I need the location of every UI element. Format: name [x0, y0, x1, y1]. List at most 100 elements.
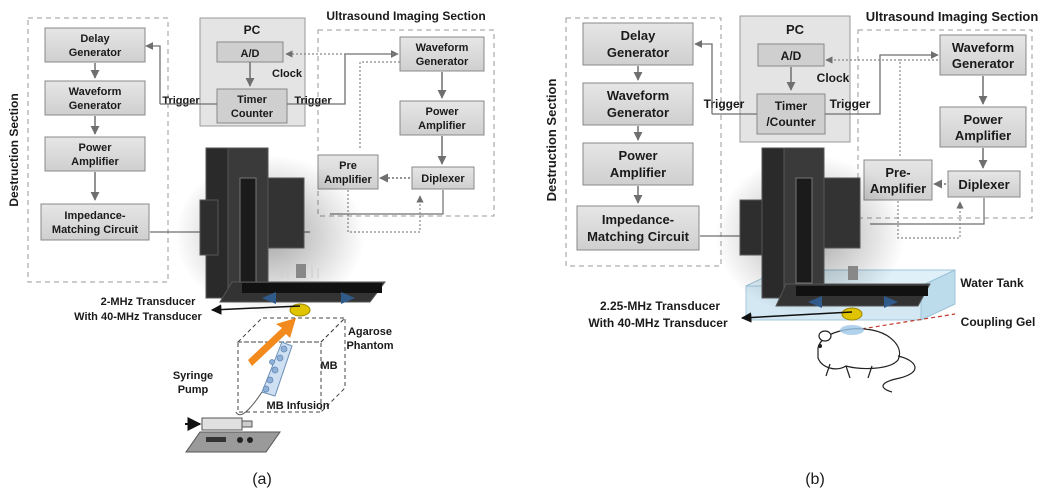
motor-right-arrow-icon — [341, 292, 355, 304]
diplexer-box — [411, 166, 475, 190]
microbubbles — [262, 345, 288, 393]
stage-left-rail-b — [761, 147, 785, 299]
syringe-pump-label-line1: Syringe — [173, 370, 213, 382]
mouse-icon — [817, 328, 916, 393]
impedance-b-line2: Matching Circuit — [587, 229, 690, 244]
delay-generator-box — [44, 27, 146, 63]
imaging-section-frame — [317, 29, 495, 217]
imaging-section-label-b: Ultrasound Imaging Section — [866, 9, 1039, 24]
power-amplifier-left-box — [44, 136, 146, 172]
waveform-generator-left-box — [44, 80, 146, 116]
destruction-section-frame — [27, 17, 169, 283]
waveform-right-b-line1: Waveform — [952, 40, 1014, 55]
impedance-matching-box-b — [576, 205, 700, 251]
transducer-label-line1: 2-MHz Transducer — [101, 296, 196, 308]
panel-a: Destruction Section Ultrasound Imaging S… — [7, 9, 495, 453]
phantom-label-line2: Phantom — [346, 340, 393, 352]
delay-generator-line1: Delay — [80, 33, 110, 45]
pre-amp-b-line1: Pre- — [885, 165, 910, 180]
diplexer-label: Diplexer — [421, 173, 465, 185]
power-left-line1: Power — [78, 142, 112, 154]
destruction-section-frame-b — [565, 17, 722, 267]
impedance-matching-box — [40, 203, 150, 241]
pc-label-b: PC — [786, 22, 805, 37]
waveform-left-b-line1: Waveform — [607, 88, 669, 103]
ultrasound-orange-arrow-icon — [248, 318, 296, 366]
phantom-label-line1: Agarose — [348, 326, 392, 338]
transducer-icon-b — [841, 307, 863, 321]
waveform-left-line2: Generator — [69, 100, 122, 112]
delay-generator-line2: Generator — [69, 47, 122, 59]
mb-infusion-label: MB Infusion — [267, 400, 330, 412]
ad-label-b: A/D — [781, 49, 802, 63]
power-amplifier-right-box — [399, 100, 485, 136]
waveform-generator-right-box — [399, 36, 485, 72]
impedance-line2: Matching Circuit — [52, 224, 139, 236]
power-right-b-line1: Power — [963, 112, 1002, 127]
trigger-right-label: Trigger — [294, 95, 332, 107]
waveform-right-line1: Waveform — [416, 42, 469, 54]
panel-b-label: (b) — [805, 471, 825, 488]
power-amplifier-left-box-b — [582, 142, 694, 186]
pre-amp-line1: Pre — [339, 160, 357, 172]
power-amplifier-right-box-b — [939, 106, 1027, 148]
imaging-section-frame-b — [857, 29, 1033, 219]
impedance-line1: Impedance- — [64, 210, 125, 222]
timer-label-b: Timer — [775, 99, 808, 113]
syringe-pump-label-line2: Pump — [178, 384, 209, 396]
clock-label-b: Clock — [817, 71, 850, 85]
clock-label: Clock — [272, 68, 303, 80]
syringe-pump-base — [185, 431, 281, 453]
power-right-line2: Amplifier — [418, 120, 466, 132]
impedance-b-line1: Impedance- — [602, 212, 674, 227]
trigger-left-label: Trigger — [162, 95, 200, 107]
waveform-generator-right-box-b — [939, 34, 1027, 76]
transducer-label-b-line2: With 40-MHz Transducer — [588, 316, 728, 330]
stage-side-block — [267, 177, 305, 249]
delay-b-line2: Generator — [607, 45, 669, 60]
syringe-icon — [201, 417, 243, 431]
mb-label: MB — [320, 360, 337, 372]
destruction-section-label: Destruction Section — [7, 93, 21, 206]
coupling-gel-label: Coupling Gel — [961, 315, 1036, 329]
motor-left-arrow-icon — [262, 292, 276, 304]
delay-b-line1: Delay — [621, 28, 656, 43]
imaging-section-label: Ultrasound Imaging Section — [326, 9, 485, 23]
waveform-left-line1: Waveform — [69, 86, 122, 98]
power-right-b-line2: Amplifier — [955, 128, 1011, 143]
ad-label: A/D — [241, 48, 260, 60]
power-left-b-line2: Amplifier — [610, 165, 666, 180]
waveform-generator-left-box-b — [582, 82, 694, 126]
trigger-right-label-b: Trigger — [830, 97, 871, 111]
power-left-b-line1: Power — [618, 148, 657, 163]
destruction-section-label-b: Destruction Section — [544, 79, 559, 202]
panel-b: Destruction Section Ultrasound Imaging S… — [544, 9, 1039, 393]
timer-label: Timer — [237, 94, 267, 106]
motor-right-arrow-icon-b — [884, 296, 898, 308]
waveform-right-line2: Generator — [416, 56, 469, 68]
diplexer-box-b — [947, 170, 1021, 198]
diplexer-label-b: Diplexer — [958, 177, 1009, 192]
counter-label-b: /Counter — [766, 115, 816, 129]
motor-left-arrow-icon-b — [808, 296, 822, 308]
transducer-label-line2: With 40-MHz Transducer — [74, 311, 202, 323]
agarose-phantom-box — [236, 316, 347, 414]
counter-label: Counter — [231, 108, 274, 120]
power-right-line1: Power — [425, 106, 459, 118]
pc-label: PC — [244, 23, 261, 37]
transducer-label-b-line1: 2.25-MHz Transducer — [600, 299, 720, 313]
ad-box-b — [757, 43, 825, 67]
trigger-left-label-b: Trigger — [704, 97, 745, 111]
panel-a-label: (a) — [252, 471, 272, 488]
water-tank-side — [920, 269, 956, 321]
waveform-right-b-line2: Generator — [952, 56, 1014, 71]
delay-generator-box-b — [582, 22, 694, 66]
stage-vertical-slot — [239, 177, 257, 284]
waveform-left-b-line2: Generator — [607, 105, 669, 120]
power-left-line2: Amplifier — [71, 156, 119, 168]
transducer-icon — [289, 303, 311, 317]
water-tank-label: Water Tank — [960, 276, 1024, 290]
timer-counter-box — [216, 88, 288, 124]
